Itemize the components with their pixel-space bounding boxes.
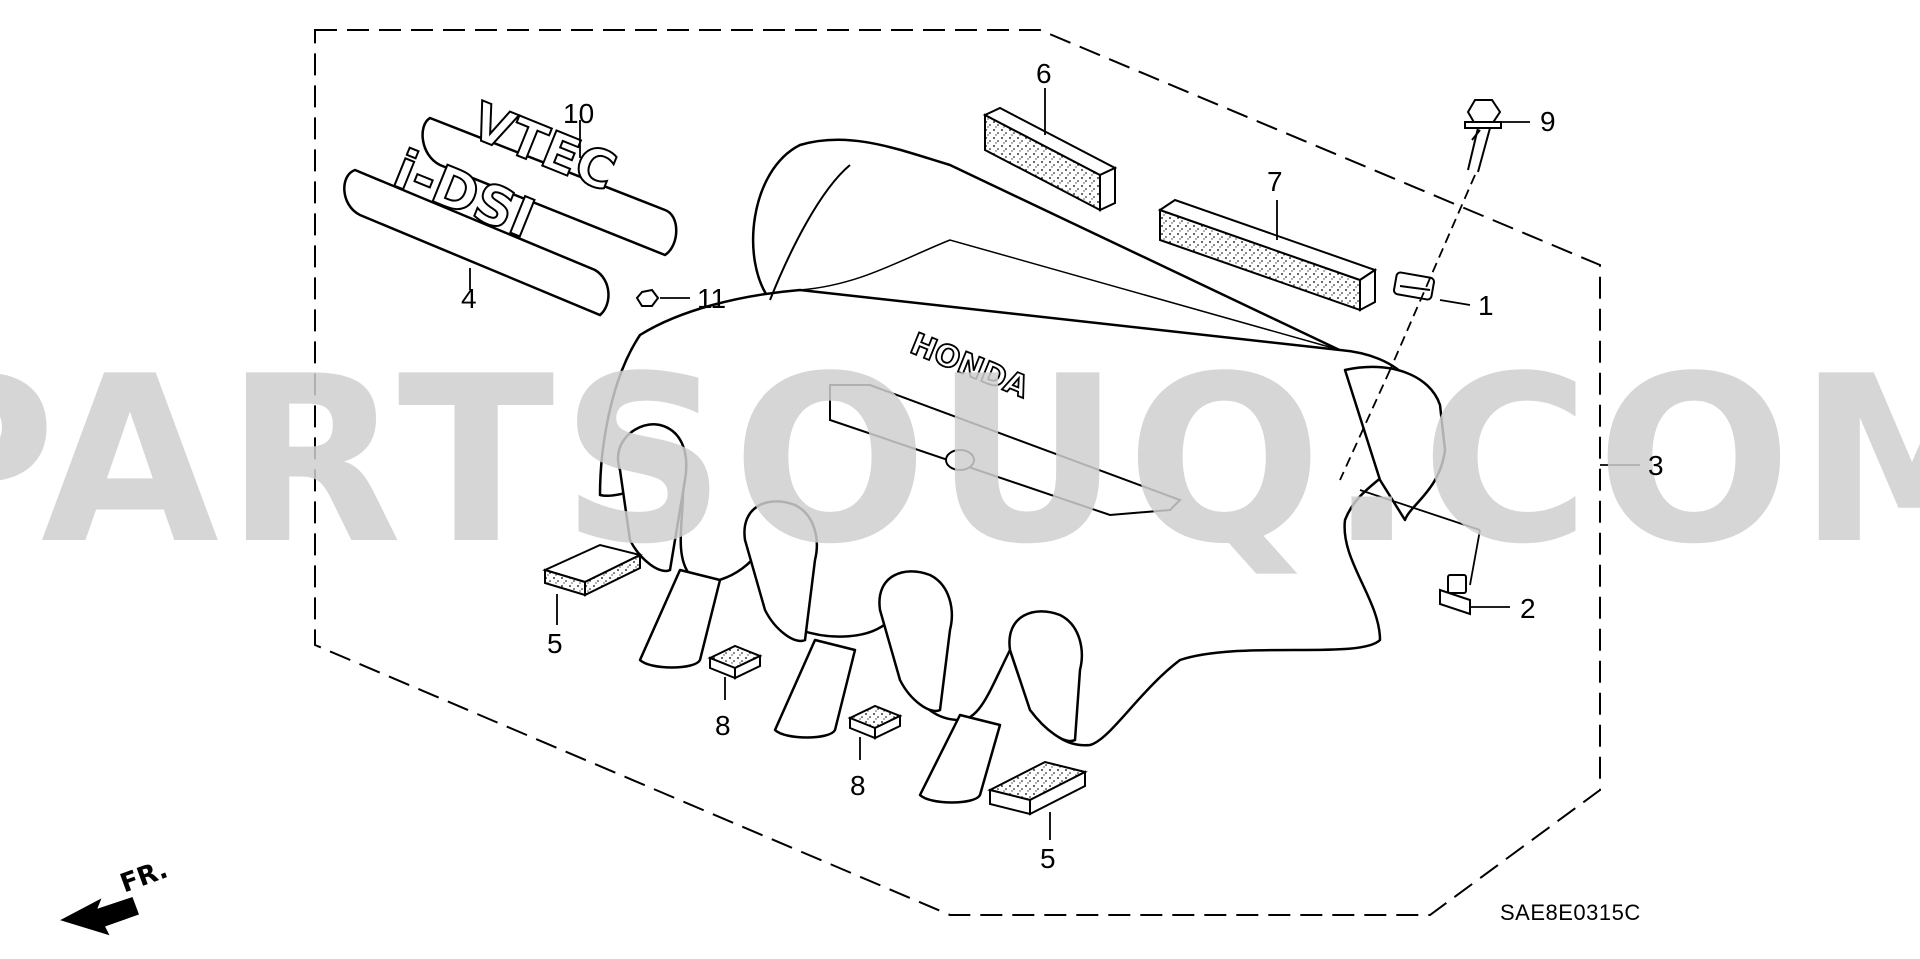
diagram-code: SAE8E0315C [1500,900,1641,925]
part-8-foam-pad-upper[interactable] [707,644,763,680]
callout-8-upper[interactable]: 8 [715,710,731,741]
callout-5-left[interactable]: 5 [547,628,563,659]
callout-1[interactable]: 1 [1478,290,1494,321]
part-5-foam-pad-right[interactable] [987,760,1088,816]
callout-4[interactable]: 4 [461,283,477,314]
callout-11[interactable]: 11 [697,283,727,314]
part-5-foam-pad-left[interactable] [542,543,643,597]
cover-mounting-tabs [638,568,1002,804]
callout-6[interactable]: 6 [1036,58,1052,89]
callout-7[interactable]: 7 [1267,166,1283,197]
part-1-grommet[interactable] [1393,271,1435,301]
callout-10[interactable]: 10 [563,98,595,129]
part-9-bolt[interactable] [1464,99,1502,173]
leader-lines [469,88,1640,840]
callout-9[interactable]: 9 [1540,106,1556,137]
cover-logo-panel [829,384,1182,517]
cover-intake-tubes [616,422,1084,743]
part-11-nut[interactable] [635,288,660,307]
cover-dome-line [769,164,851,301]
cover-center-hole [945,449,975,471]
callout-2[interactable]: 2 [1520,593,1536,624]
callout-8-lower[interactable]: 8 [850,770,866,801]
part-8-foam-pad-lower[interactable] [847,704,903,740]
part-7-foam-strip[interactable] [1157,198,1378,312]
assembly-boundary [314,29,1601,916]
callout-3[interactable]: 3 [1648,450,1664,481]
cover-ridge-line [799,239,1341,351]
part-2-clip[interactable] [1439,574,1471,616]
part-6-foam-strip[interactable] [982,106,1118,212]
front-arrow-icon [60,897,139,936]
callout-5-right[interactable]: 5 [1040,843,1056,874]
